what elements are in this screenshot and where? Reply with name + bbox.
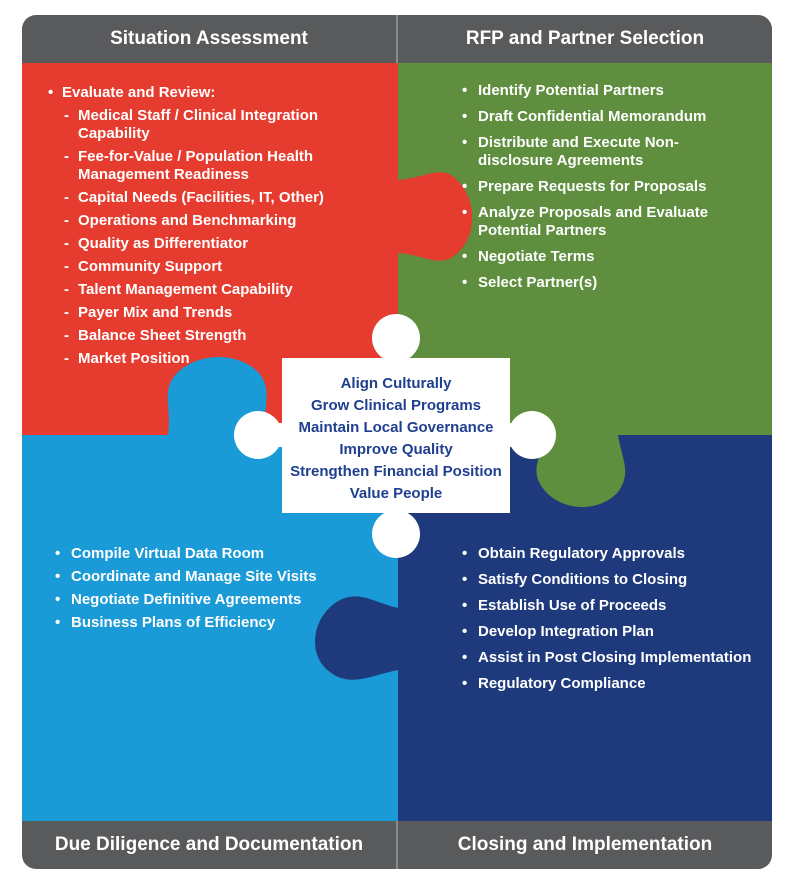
due-diligence-list: Compile Virtual Data Room Coordinate and… — [55, 545, 355, 637]
list-item: Negotiate Terms — [462, 248, 752, 266]
center-line: Align Culturally — [340, 375, 452, 392]
closing-list: Obtain Regulatory Approvals Satisfy Cond… — [462, 545, 752, 701]
list-item: Establish Use of Proceeds — [462, 597, 752, 615]
center-line: Value People — [349, 485, 443, 502]
center-goals: Align Culturally Grow Clinical Programs … — [282, 365, 510, 513]
list-item: Community Support — [62, 258, 352, 276]
list-item: Business Plans of Efficiency — [55, 614, 355, 632]
list-item: Operations and Benchmarking — [62, 212, 352, 230]
rfp-tab — [536, 435, 626, 507]
top-header: Situation Assessment RFP and Partner Sel… — [22, 15, 772, 63]
list-item: Analyze Proposals and Evaluate Potential… — [462, 204, 752, 240]
list-item: Regulatory Compliance — [462, 675, 752, 693]
list-item: Talent Management Capability — [62, 281, 352, 299]
situation-list: Evaluate and Review: Medical Staff / Cli… — [48, 84, 348, 374]
list-item: Satisfy Conditions to Closing — [462, 571, 752, 589]
center-line: Improve Quality — [339, 441, 453, 458]
list-item: Payer Mix and Trends — [62, 304, 352, 322]
list-item: Coordinate and Manage Site Visits — [55, 568, 355, 586]
list-item: Negotiate Definitive Agreements — [55, 591, 355, 609]
list-item: Market Position — [62, 350, 352, 368]
list-item: Assist in Post Closing Implementation — [462, 649, 752, 667]
center-line: Grow Clinical Programs — [310, 397, 482, 414]
list-item: Prepare Requests for Proposals — [462, 178, 752, 196]
list-item: Fee-for-Value / Population Health Manage… — [62, 148, 352, 184]
situation-tab — [398, 172, 473, 261]
rfp-list: Identify Potential Partners Draft Confid… — [462, 82, 752, 300]
center-line: Maintain Local Governance — [298, 419, 494, 436]
list-item: Compile Virtual Data Room — [55, 545, 355, 563]
header-divider — [396, 15, 398, 63]
situation-assessment-title: Situation Assessment — [110, 28, 308, 49]
center-piece — [234, 314, 556, 558]
situation-lead-item: Evaluate and Review: Medical Staff / Cli… — [48, 84, 348, 368]
due-diligence-tab — [167, 357, 267, 435]
list-item: Medical Staff / Clinical Integration Cap… — [62, 107, 352, 143]
list-item: Capital Needs (Facilities, IT, Other) — [62, 189, 352, 207]
list-item: Distribute and Execute Non-disclosure Ag… — [462, 134, 752, 170]
list-item: Develop Integration Plan — [462, 623, 752, 641]
due-diligence-title: Due Diligence and Documentation — [54, 834, 364, 855]
list-item: Select Partner(s) — [462, 274, 752, 292]
center-line: Strengthen Financial Position — [290, 463, 502, 480]
bottom-footer: Due Diligence and Documentation Closing … — [22, 821, 772, 869]
list-item: Identify Potential Partners — [462, 82, 752, 100]
situation-lead-label: Evaluate and Review: — [62, 84, 216, 101]
list-item: Balance Sheet Strength — [62, 327, 352, 345]
footer-divider — [396, 821, 398, 869]
list-item: Obtain Regulatory Approvals — [462, 545, 752, 563]
closing-title: Closing and Implementation — [457, 834, 713, 855]
situation-sublist: Medical Staff / Clinical Integration Cap… — [62, 107, 352, 368]
list-item: Draft Confidential Memorandum — [462, 108, 752, 126]
rfp-partner-selection-title: RFP and Partner Selection — [465, 28, 705, 49]
list-item: Quality as Differentiator — [62, 235, 352, 253]
